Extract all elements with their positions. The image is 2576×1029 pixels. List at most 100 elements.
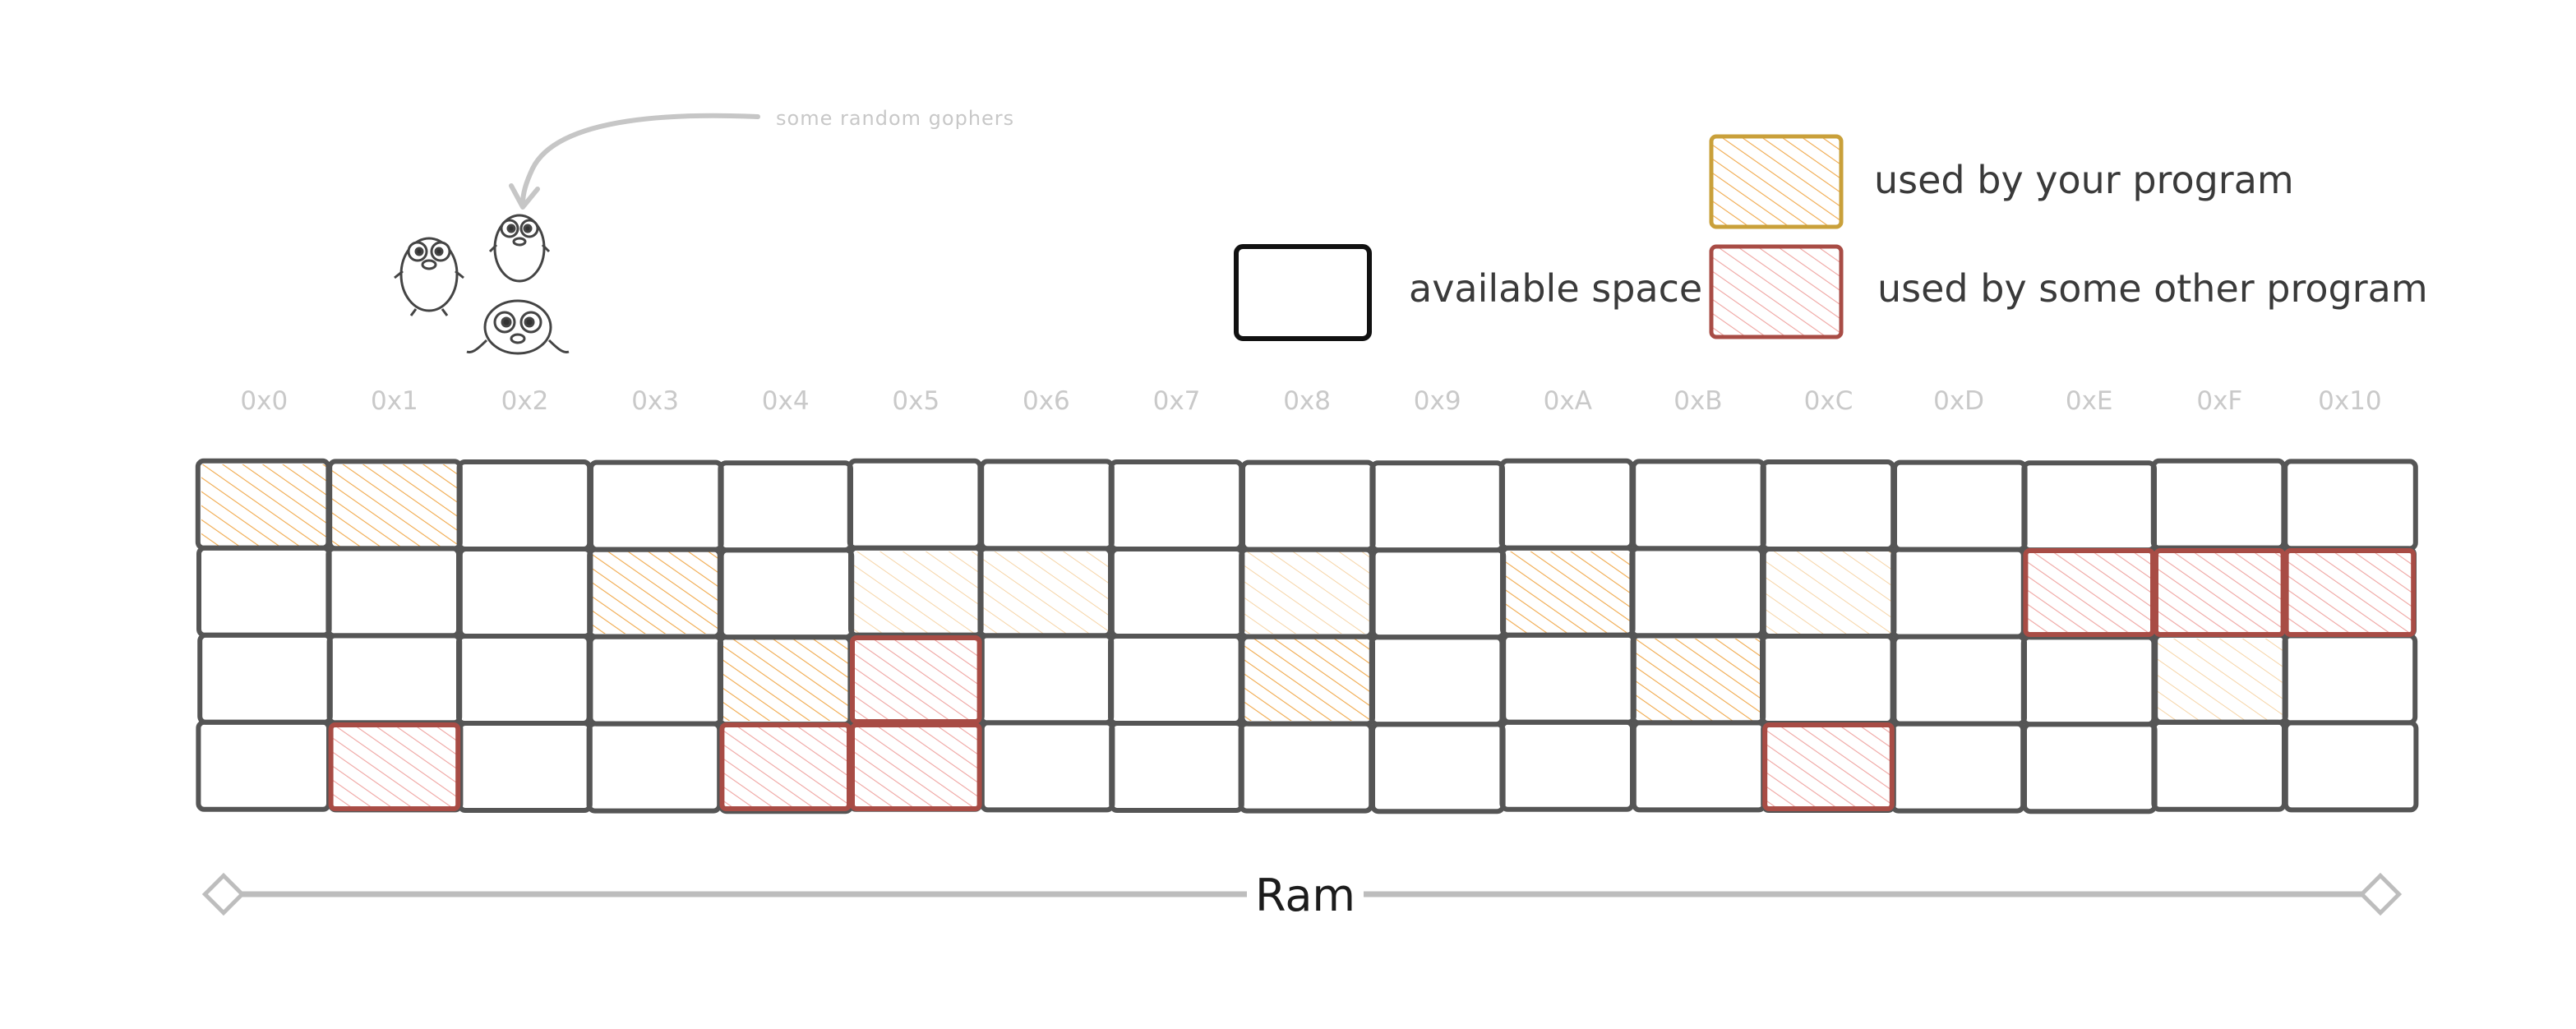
annotation-arrowhead: [509, 183, 540, 210]
memory-cell-other: [2287, 551, 2413, 634]
ram-axis-left-diamond: [201, 872, 246, 916]
memory-cell: [979, 459, 1115, 551]
memory-cell: [2283, 720, 2419, 813]
address-label: 0x5: [892, 386, 940, 416]
memory-cell: [1369, 460, 1506, 553]
address-label: 0x1: [370, 386, 418, 416]
legend-swatch-yours: [1709, 134, 1844, 229]
memory-cell: [2020, 634, 2157, 727]
address-label: 0xE: [2065, 386, 2113, 416]
memory-cell: [1109, 547, 1245, 639]
memory-cell-yours: [1635, 639, 1761, 721]
memory-other-borders: [328, 548, 2417, 811]
memory-cell: [457, 721, 593, 813]
address-label: 0xC: [1803, 386, 1854, 416]
memory-cell: [718, 547, 855, 640]
memory-cell-other-border: [850, 722, 982, 811]
memory-cell: [2022, 722, 2158, 814]
memory-cell: [2282, 633, 2418, 726]
memory-cell: [1499, 719, 1636, 812]
memory-cell: [586, 721, 722, 814]
memory-cell: [978, 633, 1115, 726]
memory-cell-other-border: [2023, 548, 2155, 637]
memory-cell: [457, 547, 593, 639]
memory-cell-faint: [2157, 639, 2283, 721]
memory-cell: [979, 720, 1115, 813]
memory-cell-yours: [201, 464, 327, 547]
address-label: 0x2: [501, 386, 549, 416]
memory-cell: [197, 632, 333, 725]
memory-cell: [1108, 634, 1244, 726]
legend-label-other: used by some other program: [1877, 266, 2428, 311]
ram-axis-right-diamond: [2358, 872, 2403, 916]
memory-cell-faint: [1766, 551, 1891, 634]
address-label: 0x10: [2318, 386, 2382, 416]
memory-cell-other-border: [2154, 548, 2286, 637]
memory-cell: [1631, 459, 1766, 551]
memory-cell: [588, 634, 724, 727]
memory-cell: [1891, 634, 2027, 727]
memory-cell-other: [853, 726, 979, 808]
memory-cell-other: [853, 639, 979, 721]
memory-cell-faint: [983, 551, 1110, 634]
memory-cell-faint: [853, 551, 979, 634]
gopher-icon: [394, 237, 464, 316]
memory-cell: [1108, 459, 1244, 551]
gopher-illustration: [394, 214, 570, 355]
memory-cell: [1890, 721, 2026, 814]
memory-cell-yours: [1505, 551, 1631, 634]
memory-cell-other: [2157, 551, 2283, 634]
memory-cell: [1370, 547, 1507, 640]
memory-cell: [1760, 634, 1895, 726]
memory-cell: [1370, 722, 1506, 814]
legend-swatch-other: [1709, 244, 1844, 339]
address-label: 0x3: [631, 386, 679, 416]
memory-cell: [1629, 546, 1766, 639]
memory-cell: [589, 459, 724, 552]
gopher-icon: [466, 299, 570, 355]
memory-cell-other: [722, 726, 848, 808]
memory-cell-yours: [331, 464, 458, 547]
gopher-icon: [488, 214, 551, 283]
memory-cell-other-border: [1762, 722, 1895, 811]
ram-label: Ram: [1246, 870, 1364, 921]
address-label: 0xB: [1673, 386, 1723, 416]
memory-cell: [325, 546, 461, 639]
memory-cell: [1890, 547, 2026, 639]
memory-cell-other: [2026, 551, 2152, 634]
memory-cell: [196, 545, 332, 638]
legend-label-available: available space: [1409, 266, 1703, 311]
memory-cell: [196, 719, 331, 812]
memory-cell-yours: [722, 639, 848, 721]
memory-cell-other: [1766, 726, 1891, 808]
address-label: 0x7: [1152, 386, 1201, 416]
memory-cell: [1109, 721, 1244, 813]
memory-cell-faint: [1244, 551, 1370, 634]
address-label: 0x9: [1413, 386, 1461, 416]
memory-cell: [2150, 458, 2287, 551]
gophers-annotation: some random gophers: [776, 107, 1015, 130]
memory-cell-yours: [1244, 639, 1370, 721]
memory-cell: [718, 460, 854, 553]
memory-cell: [1238, 721, 1374, 814]
memory-cell-other-border: [850, 635, 982, 724]
memory-cell: [2021, 460, 2157, 553]
memory-cell: [2151, 719, 2287, 812]
memory-cell: [1369, 634, 1505, 727]
memory-cell: [326, 633, 463, 726]
annotation-arrow: [520, 113, 760, 206]
address-label: 0xA: [1543, 386, 1592, 416]
address-label: 0xF: [2196, 386, 2243, 416]
memory-cell: [456, 459, 593, 551]
memory-cell: [456, 634, 592, 726]
memory-cell-yours: [592, 551, 718, 634]
memory-cell: [1892, 459, 2028, 552]
address-label: 0x6: [1022, 386, 1070, 416]
memory-cell: [847, 458, 983, 551]
memory-cell: [1760, 459, 1896, 551]
memory-cell-other-border: [719, 722, 852, 811]
memory-cell-other: [331, 726, 458, 808]
memory-cell: [1631, 720, 1767, 813]
